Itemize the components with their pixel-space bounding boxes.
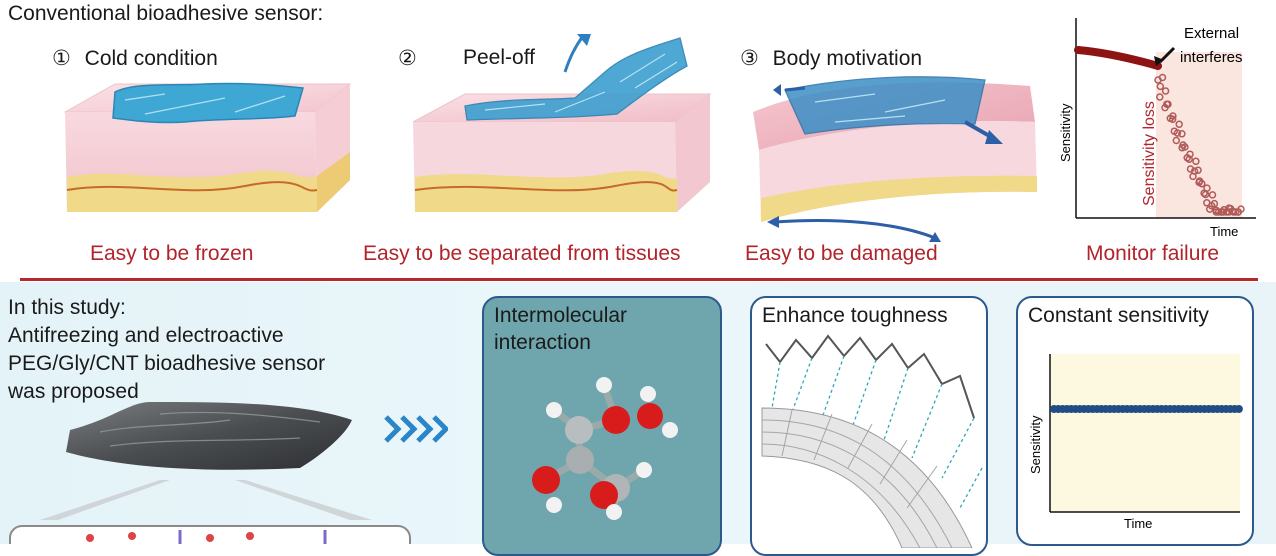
step-1-text: Cold condition bbox=[84, 47, 218, 70]
carbon-atom bbox=[566, 446, 594, 474]
chart-plot-area bbox=[1050, 354, 1240, 512]
polymer-chain bbox=[765, 334, 975, 419]
scatter-point bbox=[1158, 73, 1167, 82]
intro-line-3: PEG/Gly/CNT bioadhesive sensor bbox=[8, 352, 326, 375]
scatter-point bbox=[1183, 154, 1191, 162]
stable-series bbox=[1050, 405, 1243, 413]
oxygen-atom bbox=[532, 466, 560, 494]
scatter-point bbox=[1166, 114, 1175, 123]
pre-failure-series bbox=[1074, 46, 1162, 70]
scatter-point bbox=[1172, 136, 1181, 145]
scatter-point bbox=[1195, 177, 1204, 185]
carbon-atom bbox=[565, 416, 593, 444]
step-1-number: ① bbox=[52, 47, 71, 70]
scatter-point bbox=[1208, 191, 1217, 199]
scatter-point bbox=[1156, 82, 1165, 91]
film-surface bbox=[66, 402, 352, 470]
intro-line-4: was proposed bbox=[8, 380, 139, 403]
step-1-label: ① Cold condition bbox=[52, 46, 218, 71]
toughness-panel: Enhance toughness bbox=[750, 296, 988, 556]
scatter-point bbox=[1194, 166, 1202, 174]
stable-point bbox=[1234, 405, 1243, 413]
x-axis-label: Time bbox=[1210, 224, 1238, 239]
glycerol-molecule-model bbox=[532, 377, 678, 520]
scatter-point bbox=[1163, 100, 1171, 108]
interaction-title-line1: Intermolecular bbox=[494, 304, 628, 327]
cnt-polymer-illustration bbox=[761, 334, 983, 548]
caption-damaged: Easy to be damaged bbox=[745, 242, 938, 265]
scatter-point bbox=[1210, 199, 1219, 208]
sensitivity-failure-chart: External interferes Sensitivity loss Sen… bbox=[1058, 18, 1256, 239]
step-3-label: ③ Body motivation bbox=[740, 46, 922, 71]
loss-region-shade bbox=[1156, 52, 1242, 218]
body-motion-illustration bbox=[753, 76, 1037, 242]
step-2-number: ② bbox=[398, 47, 417, 70]
caption-monitor-failure: Monitor failure bbox=[1086, 242, 1220, 265]
sensitivity-title: Constant sensitivity bbox=[1028, 304, 1209, 327]
step-3-text: Body motivation bbox=[772, 47, 923, 70]
scatter-point bbox=[1234, 208, 1242, 216]
hydrogen-atom bbox=[546, 497, 562, 513]
sensitivity-panel: Constant sensitivity Sensitivity Time bbox=[1016, 296, 1254, 546]
hydrogen-atom bbox=[596, 377, 612, 393]
hydrogen-bond-lines bbox=[771, 355, 983, 509]
section-title: Conventional bioadhesive sensor: bbox=[8, 2, 324, 25]
scatter-point bbox=[1173, 129, 1182, 137]
caption-frozen: Easy to be frozen bbox=[90, 242, 254, 265]
intro-line-1: In this study: bbox=[8, 296, 126, 319]
study-intro: In this study: Antifreezing and electroa… bbox=[8, 294, 325, 406]
hydrogen-atom bbox=[662, 422, 678, 438]
failure-scatter-series bbox=[1154, 73, 1245, 216]
y-axis-label: Sensitivity bbox=[1058, 103, 1073, 162]
intro-line-2: Antifreezing and electroactive bbox=[8, 324, 284, 347]
hydrogen-atom bbox=[546, 402, 562, 418]
annotation-line2: interferes bbox=[1180, 49, 1243, 66]
annotation-line1: External bbox=[1184, 25, 1239, 42]
scatter-point bbox=[1200, 189, 1208, 197]
y-axis-label: Sensitivity bbox=[1028, 415, 1043, 474]
scatter-point bbox=[1175, 120, 1183, 129]
frozen-tissue-illustration bbox=[63, 82, 352, 212]
oxygen-atom bbox=[590, 481, 618, 509]
toughness-title: Enhance toughness bbox=[762, 304, 948, 327]
intermolecular-panel: Intermolecular interaction bbox=[482, 296, 722, 556]
peel-off-illustration bbox=[412, 34, 712, 212]
oxygen-atom bbox=[637, 403, 663, 429]
x-axis-label: Time bbox=[1124, 516, 1152, 531]
sensor-film-illustration bbox=[9, 402, 411, 544]
scatter-point bbox=[1178, 130, 1186, 138]
scatter-point bbox=[1179, 141, 1187, 149]
scatter-point bbox=[1192, 157, 1200, 166]
oxygen-atom bbox=[602, 406, 630, 434]
section-divider bbox=[20, 278, 1258, 281]
hydrogen-atom bbox=[606, 504, 622, 520]
scatter-point bbox=[1156, 93, 1164, 101]
region-label: Sensitivity loss bbox=[1141, 101, 1158, 206]
interaction-title-line2: interaction bbox=[494, 331, 591, 354]
hydrogen-atom bbox=[636, 462, 652, 478]
step-3-number: ③ bbox=[740, 47, 759, 70]
constant-sensitivity-chart: Sensitivity Time bbox=[1028, 354, 1243, 531]
scatter-point bbox=[1189, 172, 1197, 181]
proceed-chevrons-icon bbox=[384, 415, 448, 443]
caption-separated: Easy to be separated from tissues bbox=[363, 242, 681, 265]
scatter-point bbox=[1161, 87, 1170, 95]
step-2-text: Peel-off bbox=[463, 46, 535, 69]
hydrogen-atom bbox=[640, 386, 656, 402]
